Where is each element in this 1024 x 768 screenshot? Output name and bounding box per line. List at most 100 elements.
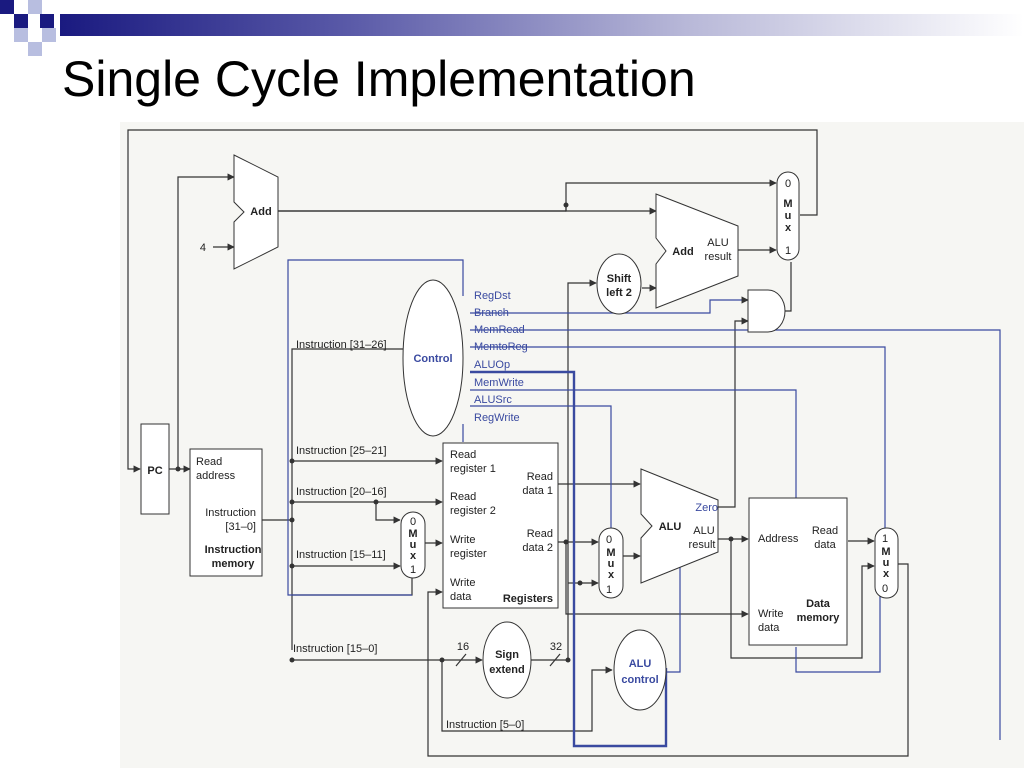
branch-adder-label: Add xyxy=(672,246,693,258)
regdst-mux-x: x xyxy=(410,550,417,562)
reg-write-data-b: data xyxy=(450,591,472,603)
alusrc-mux-u: u xyxy=(608,558,615,570)
alu-result: result xyxy=(689,539,716,551)
signal-memwrite: MemWrite xyxy=(474,377,524,389)
instruction-memory xyxy=(189,448,263,577)
dmem-write: Write xyxy=(758,608,783,620)
alu-control xyxy=(613,629,667,711)
pc-mux-x: x xyxy=(785,222,792,234)
pc-register xyxy=(140,423,170,515)
sign-extend xyxy=(482,621,532,699)
imem-read: Read xyxy=(196,456,222,468)
corner-square xyxy=(14,28,28,42)
signal-regdst: RegDst xyxy=(474,290,511,302)
reg-read-register-2b: register 2 xyxy=(450,505,496,517)
regdst-mux-0: 0 xyxy=(410,516,416,528)
memtoreg-mux-u: u xyxy=(883,557,890,569)
memtoreg-mux-x: x xyxy=(883,568,890,580)
field-op: Instruction [31–26] xyxy=(296,339,387,351)
regdst-mux-1: 1 xyxy=(410,564,416,576)
imem-bits: [31–0] xyxy=(225,521,256,533)
sign-extend-line1: Sign xyxy=(495,649,519,661)
branch-and-gate xyxy=(747,289,786,333)
alu-zero: Zero xyxy=(695,502,718,514)
signal-memtoreg: MemtoReg xyxy=(474,341,528,353)
alu-alu-label: ALU xyxy=(693,525,714,537)
pc-mux-1: 1 xyxy=(785,245,791,257)
reg-read-data-1b: data 1 xyxy=(522,485,553,497)
memtoreg-mux xyxy=(874,527,899,599)
memtoreg-mux-m: M xyxy=(881,546,890,558)
pc-source-mux xyxy=(776,171,800,261)
dmem-read: Read xyxy=(812,525,838,537)
dmem-write-data: data xyxy=(758,622,780,634)
reg-write-register-b: register xyxy=(450,548,487,560)
signal-regwrite: RegWrite xyxy=(474,412,520,424)
corner-square xyxy=(40,14,54,28)
alu-label: ALU xyxy=(659,521,682,533)
reg-write-data-a: Write xyxy=(450,577,475,589)
pc-adder-label: Add xyxy=(250,206,271,218)
alusrc-mux-0: 0 xyxy=(606,534,612,546)
header-gradient-bar xyxy=(60,14,1024,36)
register-file xyxy=(442,442,559,609)
branch-adder xyxy=(655,193,739,309)
signal-alusrc: ALUSrc xyxy=(474,394,512,406)
dmem-title-2: memory xyxy=(797,612,841,624)
field-funct: Instruction [5–0] xyxy=(446,719,524,731)
shift-left-2 xyxy=(596,253,642,315)
sign-extend-in-bits: 16 xyxy=(457,641,469,653)
sign-extend-line2: extend xyxy=(489,664,524,676)
field-rd: Instruction [15–11] xyxy=(296,549,386,561)
alusrc-mux xyxy=(598,527,624,599)
data-memory xyxy=(748,497,848,646)
reg-read-data-2b: data 2 xyxy=(522,542,553,554)
shift-left-2-line2: left 2 xyxy=(606,287,632,299)
control-label: Control xyxy=(413,353,452,365)
main-alu xyxy=(640,468,719,584)
reg-read-register-1b: register 1 xyxy=(450,463,496,475)
pc-label: PC xyxy=(147,465,162,477)
alusrc-mux-1: 1 xyxy=(606,584,612,596)
branch-adder-result: result xyxy=(705,251,732,263)
control-unit xyxy=(402,279,464,437)
sign-extend-out-bits: 32 xyxy=(550,641,562,653)
corner-square xyxy=(42,28,56,42)
reg-write-register-a: Write xyxy=(450,534,475,546)
control-wires xyxy=(287,259,1001,748)
signal-aluop: ALUOp xyxy=(474,359,510,371)
dmem-address: Address xyxy=(758,533,799,545)
field-rs: Instruction [25–21] xyxy=(296,445,387,457)
imem-title-2: memory xyxy=(212,558,256,570)
reg-read-register-1a: Read xyxy=(450,449,476,461)
alu-control-line2: control xyxy=(621,674,658,686)
pc-mux-m: M xyxy=(783,198,792,210)
pc-mux-0: 0 xyxy=(785,178,791,190)
memtoreg-mux-0: 0 xyxy=(882,583,888,595)
field-imm: Instruction [15–0] xyxy=(293,643,377,655)
field-rt: Instruction [20–16] xyxy=(296,486,387,498)
reg-read-data-1a: Read xyxy=(527,471,553,483)
corner-square xyxy=(28,0,42,14)
reg-title: Registers xyxy=(503,593,553,605)
signal-branch: Branch xyxy=(474,307,509,319)
alu-control-line1: ALU xyxy=(629,658,652,670)
regdst-mux-u: u xyxy=(410,539,417,551)
reg-read-register-2a: Read xyxy=(450,491,476,503)
branch-adder-alu: ALU xyxy=(707,237,728,249)
imem-instruction: Instruction xyxy=(205,507,256,519)
alusrc-mux-x: x xyxy=(608,569,615,581)
constant-four: 4 xyxy=(200,242,206,254)
memtoreg-mux-1: 1 xyxy=(882,533,888,545)
regdst-mux xyxy=(400,511,426,579)
alusrc-mux-m: M xyxy=(606,547,615,559)
corner-square xyxy=(28,42,42,56)
pc-adder xyxy=(233,154,279,270)
corner-square xyxy=(14,14,28,28)
dmem-read-data: data xyxy=(814,539,836,551)
imem-title-1: Instruction xyxy=(205,544,262,556)
signal-memread: MemRead xyxy=(474,324,525,336)
corner-square xyxy=(0,0,14,14)
slide-title: Single Cycle Implementation xyxy=(62,51,696,107)
